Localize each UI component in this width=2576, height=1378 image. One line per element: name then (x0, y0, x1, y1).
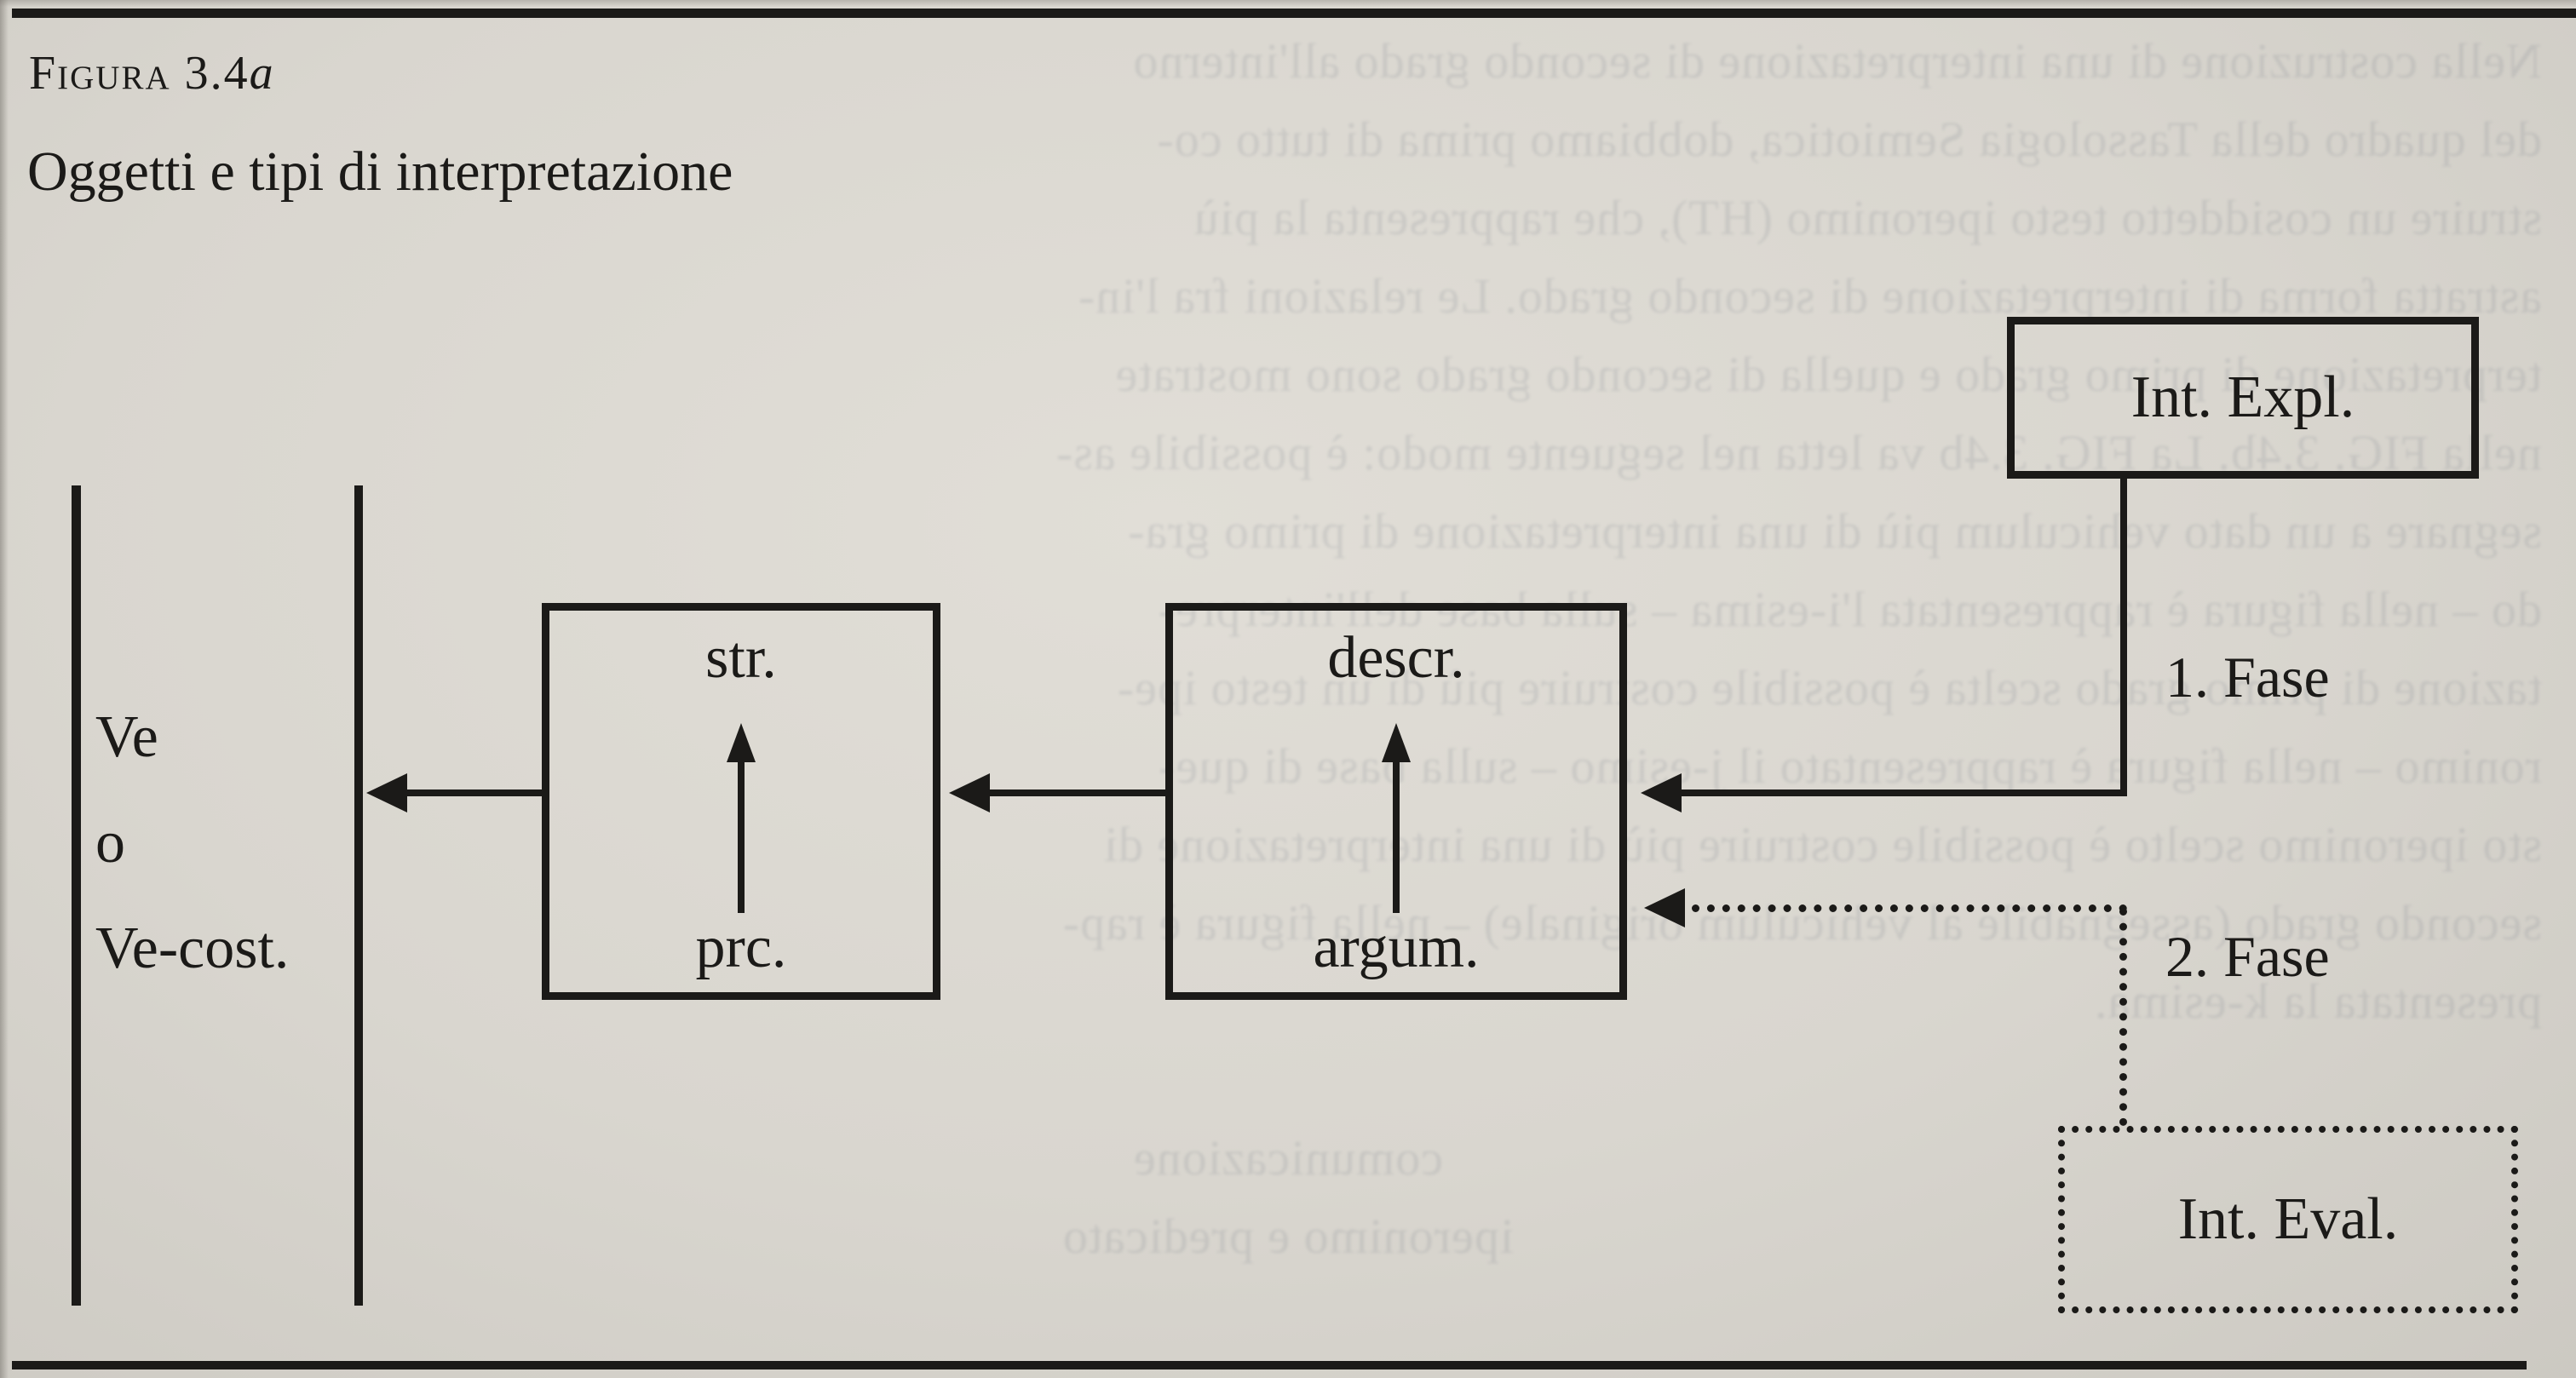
int-expl-label: Int. Expl. (2130, 365, 2355, 430)
str-to-vehiculum-arrow-shaft (407, 789, 542, 796)
phase1-label: 1. Fase (2165, 645, 2330, 709)
bottom-rule (12, 1361, 2527, 1369)
phase2-connector-vertical (2119, 908, 2127, 1126)
phase1-connector-horizontal (1682, 789, 2127, 796)
prc-label: prc. (695, 915, 787, 980)
vehiculum-bar-inner (354, 485, 363, 1306)
argum-to-descr-arrowhead-icon (1382, 723, 1411, 762)
str-prc-box: str. prc. (542, 603, 940, 1000)
int-eval-label: Int. Eval. (2177, 1186, 2399, 1252)
int-eval-box: Int. Eval. (2058, 1126, 2518, 1313)
phase2-arrowhead-icon (1644, 888, 1685, 927)
top-rule (12, 9, 2576, 18)
page-top-edge-shadow (0, 0, 2576, 7)
vehiculum-bar-outer (72, 485, 81, 1306)
prc-to-str-arrowhead-icon (727, 723, 756, 762)
argum-to-descr-arrow-shaft (1393, 762, 1400, 913)
phase1-connector-vertical (2120, 479, 2127, 796)
str-to-vehiculum-arrowhead-icon (366, 773, 407, 812)
vehiculum-label-line: Ve (95, 704, 158, 770)
vehiculum-label: Ve o Ve-cost. (95, 685, 289, 1002)
vehiculum-label-line: o (95, 810, 125, 876)
descr-argum-box: descr. argum. (1165, 603, 1627, 1000)
descr-label: descr. (1327, 625, 1465, 691)
vehiculum-label-line: Ve-cost. (95, 916, 290, 981)
phase1-arrowhead-icon (1641, 773, 1682, 812)
bleedthrough-line: segnare a un dato vehiculum più di una i… (1127, 503, 2542, 559)
descr-to-str-arrow-shaft (990, 789, 1165, 796)
figure-label-text: Figura 3.4 (29, 47, 250, 100)
descr-to-str-arrowhead-icon (949, 773, 990, 812)
str-label: str. (705, 625, 777, 691)
figure-label-suffix: a (249, 47, 273, 100)
int-expl-box: Int. Expl. (2007, 317, 2479, 479)
argum-label: argum. (1313, 915, 1480, 980)
figure-label: Figura 3.4a (29, 46, 273, 100)
phase2-label: 2. Fase (2165, 924, 2330, 989)
phase2-connector-horizontal (1692, 904, 2127, 912)
bleedthrough-line: Nella costruzione di una interpretazione… (1132, 33, 2542, 89)
figure-title: Oggetti e tipi di interpretazione (27, 141, 733, 203)
prc-to-str-arrow-shaft (738, 762, 745, 913)
bleedthrough-line (34, 1041, 2542, 1119)
page-left-edge-shadow (0, 0, 9, 1378)
